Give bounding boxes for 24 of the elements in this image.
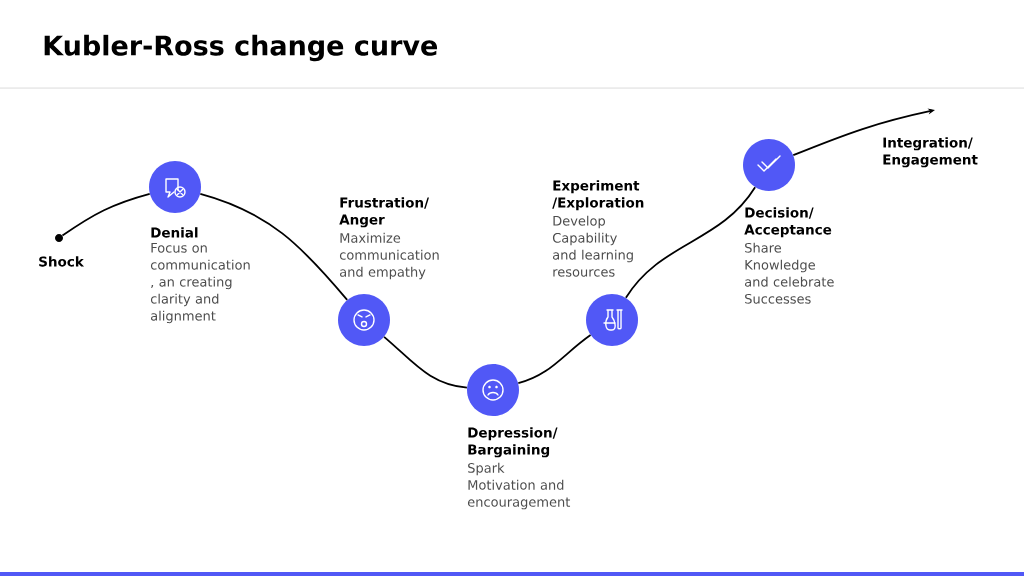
stage-circle <box>586 294 638 346</box>
stage-description: Spark Motivation and encouragement <box>467 462 571 510</box>
curve-segment <box>792 108 935 157</box>
stage-description: Develop Capability and learning resources <box>552 215 633 277</box>
stage-description: Share Knowledge and celebrate Successes <box>745 242 834 304</box>
stage-heading: Integration/ Engagement <box>883 137 978 168</box>
stage-description: Maximize communication and empathy <box>339 232 439 280</box>
stage-description: Focus on communication , an creating clarity and alignment <box>150 243 250 324</box>
stage-circle <box>743 139 795 191</box>
stage-heading: Decision/ Acceptance <box>744 207 832 238</box>
curve-segment <box>61 192 151 237</box>
curve-segment <box>199 192 349 301</box>
stage-heading: Frustration/ Anger <box>339 197 429 228</box>
stage-circle <box>338 294 390 346</box>
curve-segment <box>383 335 468 389</box>
title: Kubler-Ross change curve <box>44 34 438 62</box>
curve-segment <box>625 186 757 299</box>
stage-heading: Experiment /Exploration <box>552 180 644 211</box>
stage-circle <box>149 161 201 213</box>
stage-heading: Denial <box>151 227 198 238</box>
curve-segment <box>517 334 592 385</box>
stage-heading: Depression/ Bargaining <box>468 427 558 458</box>
stage-label: Shock <box>39 256 85 267</box>
stage-circle <box>467 364 519 416</box>
